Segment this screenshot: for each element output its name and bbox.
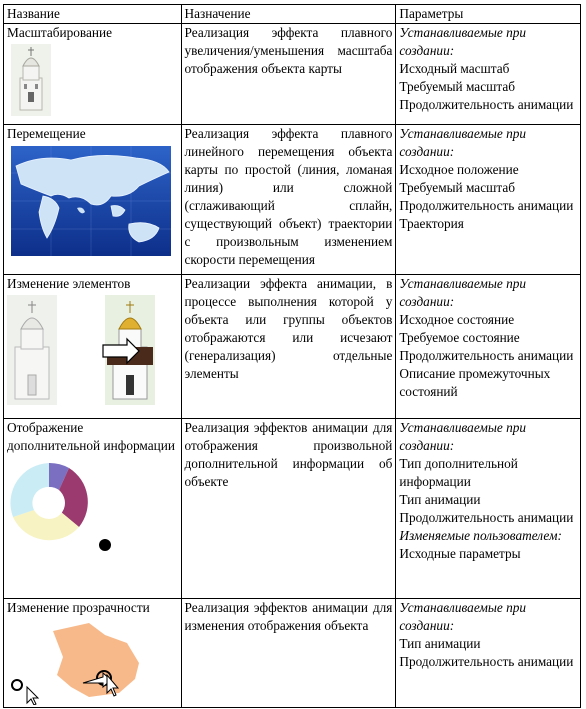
- name-cell: Масштабирование: [3, 23, 182, 125]
- param-line: Устанавливаемые при создании:: [399, 600, 527, 633]
- params-cell: Устанавливаемые при создании: Тип дополн…: [395, 418, 581, 599]
- table-row: Изменение элементов Реализации эф: [3, 274, 581, 419]
- param-line: Устанавливаемые при создании:: [399, 126, 527, 159]
- header-name: Название: [3, 4, 182, 24]
- church-small-icon: [11, 44, 51, 116]
- param-line: Исходное положение: [399, 162, 519, 177]
- params-cell: Устанавливаемые при создании: Тип анимац…: [395, 598, 581, 708]
- param-line: Продолжительность анимации: [399, 97, 574, 112]
- param-line: Изменяемые пользователем:: [399, 528, 562, 543]
- param-line: Исходный масштаб: [399, 61, 510, 76]
- transparency-shape-image: [11, 623, 139, 705]
- param-line: Продолжительность анимации: [399, 348, 574, 363]
- param-line: Устанавливаемые при создании:: [399, 420, 527, 453]
- param-line: Тип дополнительной информации: [399, 456, 518, 489]
- table-row: Перемещение Реали: [3, 124, 581, 275]
- purpose-cell: Реализация эффекта плавного линейного пе…: [180, 124, 397, 275]
- param-line: Требуемое состояние: [399, 330, 520, 345]
- effect-name: Отображение дополнительной информации: [7, 420, 176, 453]
- table-row: Отображение дополнительной информации Ре…: [3, 418, 581, 599]
- effect-name: Масштабирование: [7, 25, 113, 40]
- church-elements-image: [7, 295, 155, 405]
- purpose-cell: Реализация эффектов анимации для отображ…: [180, 418, 397, 599]
- param-line: Требуемый масштаб: [399, 79, 515, 94]
- header-params: Параметры: [395, 4, 581, 24]
- params-cell: Устанавливаемые при создании: Исходное п…: [395, 124, 581, 275]
- name-cell: Отображение дополнительной информации: [3, 418, 182, 599]
- param-line: Тип анимации: [399, 492, 481, 507]
- param-line: Продолжительность анимации: [399, 198, 574, 213]
- param-line: Тип анимации: [399, 636, 481, 651]
- purpose-cell: Реализации эффекта анимации, в процессе …: [180, 274, 397, 419]
- param-line: Продолжительность анимации: [399, 510, 574, 525]
- purpose-cell: Реализация эффектов анимации для изменен…: [180, 598, 397, 708]
- param-line: Продолжительность анимации: [399, 654, 574, 669]
- param-line: Траектория: [399, 216, 464, 231]
- world-map-image: [11, 146, 171, 256]
- param-line: Устанавливаемые при создании:: [399, 276, 527, 309]
- header-purpose: Назначение: [180, 4, 397, 24]
- name-cell: Изменение прозрачности: [3, 598, 182, 708]
- table-row: Масштабирование Реализация эффекта плавн…: [3, 23, 581, 125]
- effect-name: Изменение прозрачности: [7, 600, 150, 615]
- params-cell: Устанавливаемые при создании: Исходное с…: [395, 274, 581, 419]
- param-line: Описание промежуточных состояний: [399, 366, 551, 399]
- table-row: Изменение прозрачности Реализация эффект…: [3, 598, 581, 708]
- param-line: Требуемый масштаб: [399, 180, 515, 195]
- name-cell: Изменение элементов: [3, 274, 182, 419]
- param-line: Исходное состояние: [399, 312, 515, 327]
- effect-name: Перемещение: [7, 126, 86, 141]
- effect-name: Изменение элементов: [7, 276, 131, 291]
- params-cell: Устанавливаемые при создании: Исходный м…: [395, 23, 581, 125]
- purpose-cell: Реализация эффекта плавного увеличения/у…: [180, 23, 397, 125]
- param-line: Устанавливаемые при создании:: [399, 25, 527, 58]
- param-line: Исходные параметры: [399, 546, 521, 561]
- table-header-row: Название Назначение Параметры: [3, 4, 581, 24]
- animation-effects-table: Название Назначение Параметры Масштабиро…: [3, 4, 581, 708]
- donut-chart-image: [10, 462, 111, 551]
- name-cell: Перемещение: [3, 124, 182, 275]
